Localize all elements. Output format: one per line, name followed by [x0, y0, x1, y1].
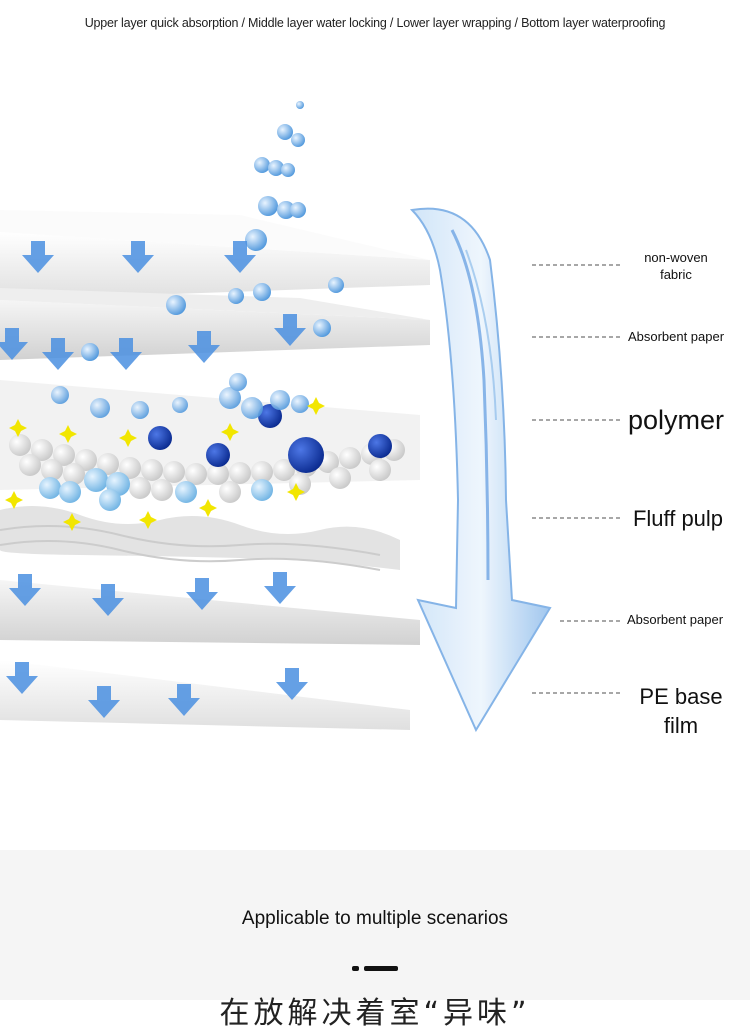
cut-off-heading: 在放解决着室“异味” [219, 996, 531, 1031]
label-fluff-pulp: Fluff pulp [632, 506, 724, 531]
label-pe-base-film: PE base film [639, 684, 723, 738]
pager-dot[interactable] [352, 966, 359, 971]
label-absorbent-paper-top: Absorbent paper [627, 329, 725, 344]
pe-sheet [0, 660, 410, 730]
leader-lines [532, 264, 620, 694]
fluff-sheet [0, 506, 400, 571]
nonwoven-sheet [0, 210, 430, 300]
falling-droplets [81, 101, 344, 361]
scenarios-panel: Applicable to multiple scenarios 在放解决着室“… [0, 850, 750, 1031]
absorbent-sheet-bottom [0, 580, 420, 645]
section-title: Applicable to multiple scenarios [241, 908, 509, 929]
pager-active-bar[interactable] [364, 966, 398, 971]
label-absorbent-paper-bottom: Absorbent paper [626, 612, 724, 627]
label-nonwoven: non-woven fabric [644, 250, 708, 282]
polymer-beads [0, 373, 420, 511]
layer-illustration [0, 101, 620, 733]
top-caption: Upper layer quick absorption / Middle la… [84, 16, 666, 30]
absorbent-sheet-top [0, 288, 430, 360]
water-flow-arrow [409, 207, 552, 733]
label-polymer: polymer [627, 405, 725, 435]
